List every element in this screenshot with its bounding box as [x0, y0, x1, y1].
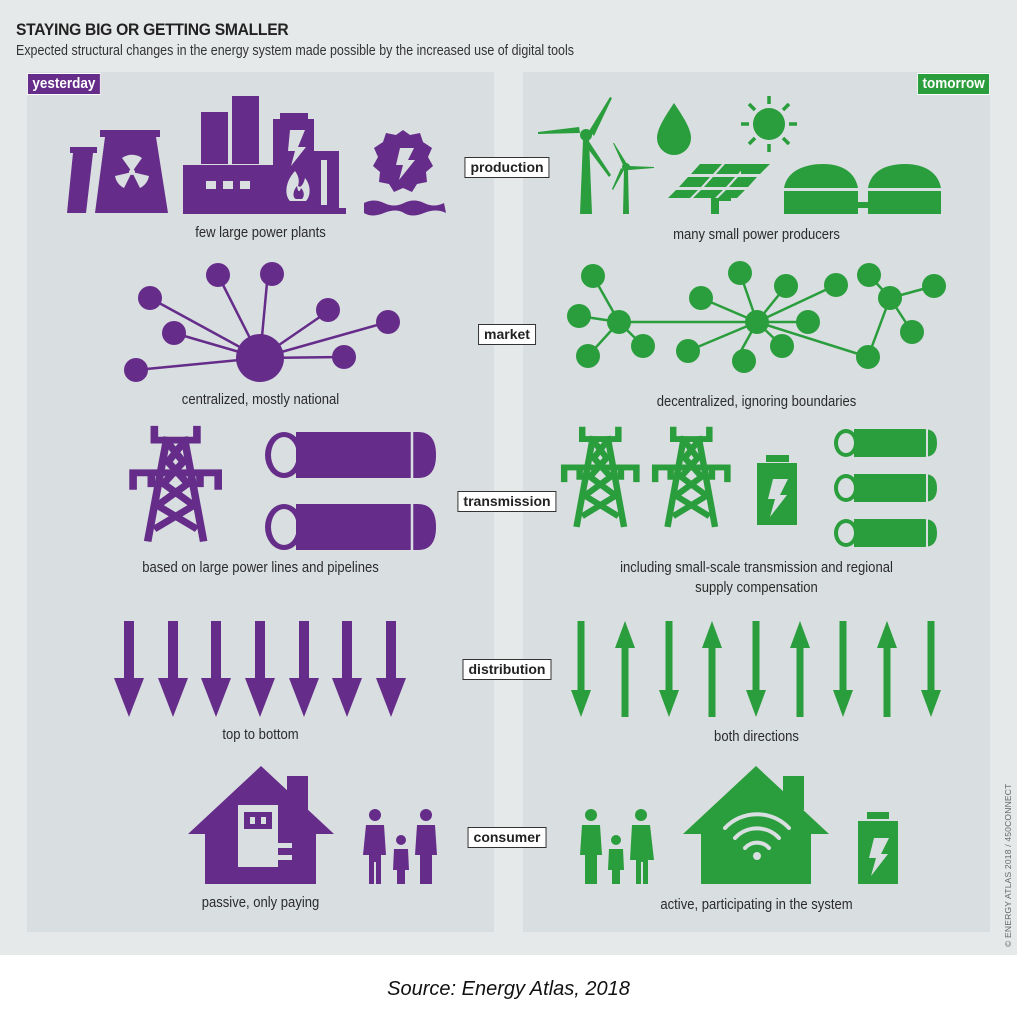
caption-consumer-yesterday: passive, only paying	[201, 895, 320, 911]
battery-icon	[757, 455, 797, 525]
pipeline-icon	[265, 432, 436, 550]
category-label-consumer: consumer	[467, 827, 547, 848]
icon-artwork	[67, 96, 946, 884]
biogas-dome-icon	[784, 164, 941, 214]
power-pylon-icon	[564, 430, 636, 524]
family-icon	[363, 809, 437, 884]
decentralized-network-icon	[567, 261, 946, 373]
house-wifi-icon	[683, 766, 829, 884]
hydro-turbine-icon	[364, 130, 446, 216]
fossil-power-plant-icon	[183, 96, 346, 214]
family-icon	[580, 809, 654, 884]
caption-market-yesterday: centralized, mostly national	[181, 392, 340, 408]
source-caption: Source: Energy Atlas, 2018	[387, 978, 630, 1000]
down-arrows-icon	[114, 621, 406, 717]
page-subtitle: Expected structural changes in the energ…	[16, 43, 575, 59]
centralized-network-icon	[124, 262, 400, 382]
water-drop-icon	[657, 103, 691, 155]
tomorrow-badge: tomorrow	[916, 73, 990, 95]
power-pylon-icon	[133, 429, 218, 538]
battery-icon	[858, 812, 898, 884]
page-title: STAYING BIG OR GETTING SMALLER	[16, 20, 289, 39]
caption-consumer-tomorrow: active, participating in the system	[660, 897, 853, 913]
power-pylon-icon	[655, 430, 727, 524]
caption-production-yesterday: few large power plants	[195, 225, 326, 241]
sun-icon	[741, 96, 797, 152]
caption-market-tomorrow: decentralized, ignoring boundaries	[656, 394, 857, 410]
category-label-market: market	[478, 324, 536, 345]
category-label-distribution: distribution	[462, 659, 552, 680]
pipeline-icon	[834, 429, 937, 547]
caption-transmission-yesterday: based on large power lines and pipelines	[142, 560, 379, 576]
solar-panel-icon	[668, 164, 770, 214]
up-down-arrows-icon	[571, 621, 941, 717]
category-label-transmission: transmission	[457, 491, 557, 512]
wind-turbine-icon	[538, 97, 654, 214]
caption-production-tomorrow: many small power producers	[673, 227, 840, 243]
caption-distribution-tomorrow: both directions	[714, 729, 799, 745]
category-label-production: production	[464, 157, 550, 178]
nuclear-plant-icon	[67, 130, 168, 213]
copyright-credit: © ENERGY ATLAS 2018 / 450CONNECT	[1003, 783, 1013, 947]
caption-transmission-tomorrow: including small-scale transmission and r…	[620, 560, 893, 596]
house-meter-icon	[188, 766, 334, 884]
caption-distribution-yesterday: top to bottom	[222, 727, 299, 743]
yesterday-badge: yesterday	[27, 73, 101, 95]
